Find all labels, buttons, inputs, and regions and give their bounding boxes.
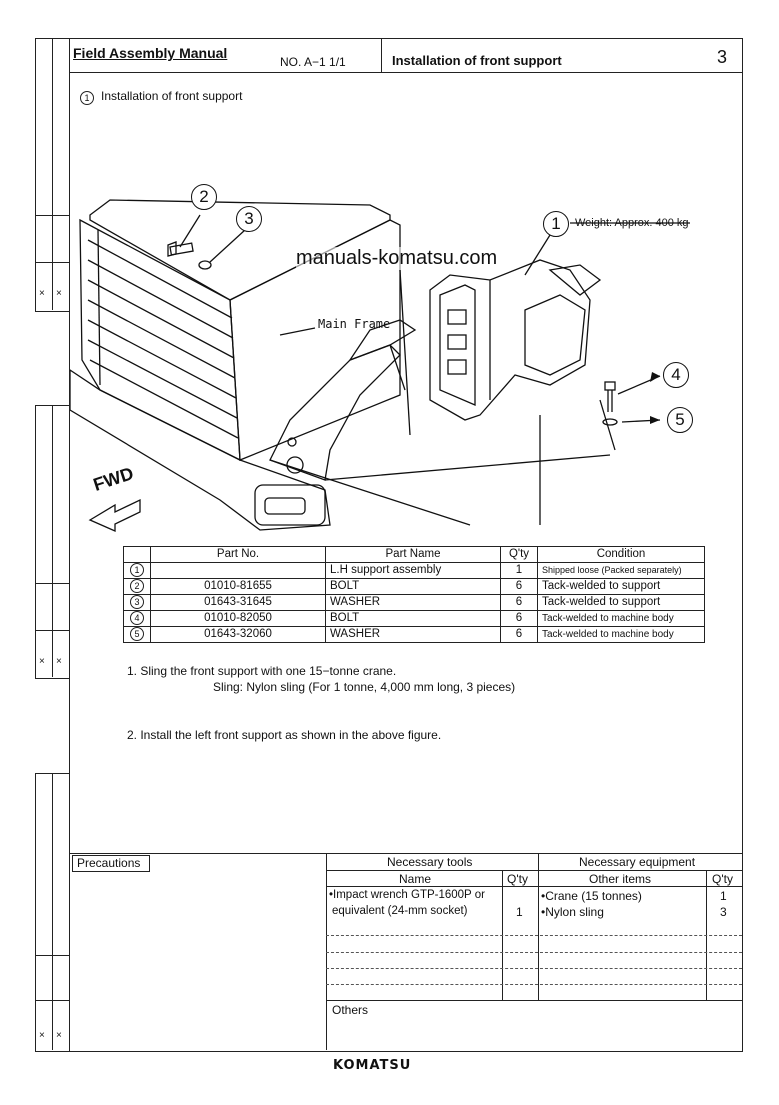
tools-header: Necessary tools [387, 855, 473, 869]
callout-5: 5 [667, 407, 693, 433]
precautions-box [72, 855, 150, 872]
others-label: Others [332, 1003, 369, 1017]
step-number-circle: 1 [80, 88, 94, 106]
equip-qty-col: Q'ty [712, 872, 733, 886]
margin-mark: × [39, 288, 45, 299]
tools-name-col: Name [399, 872, 432, 886]
instruction-step-1-sub: Sling: Nylon sling (For 1 tonne, 4,000 m… [213, 680, 516, 694]
section-title: Installation of front support [392, 53, 562, 68]
watermark: manuals-komatsu.com [296, 247, 498, 270]
tool-qty: 1 [516, 905, 523, 919]
margin-mark: × [56, 1030, 62, 1041]
table-row: 4 01010-82050 BOLT 6 Tack-welded to mach… [123, 610, 705, 627]
margin-mark: × [56, 656, 62, 667]
parts-table: Part No. Part Name Q'ty Condition 1 L.H … [123, 546, 705, 643]
table-row: 1 L.H support assembly 1 Shipped loose (… [123, 562, 705, 579]
col-part-no: Part No. [150, 546, 326, 563]
page-number: 3 [717, 47, 728, 67]
callout-3: 3 [236, 206, 262, 232]
page-frame [69, 38, 743, 1052]
table-row: 3 01643-31645 WASHER 6 Tack-welded to su… [123, 594, 705, 611]
weight-label: Weight: Approx. 400 kg [575, 217, 689, 229]
equip-1-qty: 1 [720, 889, 727, 903]
doc-number: NO. A−1 1/1 [280, 55, 346, 69]
tool-line-1: •Impact wrench GTP-1600P or [329, 889, 485, 901]
komatsu-logo: KOMATSU [333, 1058, 412, 1073]
instruction-step-1: 1. Sling the front support with one 15−t… [127, 664, 397, 678]
precautions-label: Precautions [77, 856, 141, 870]
tools-qty-col: Q'ty [507, 872, 528, 886]
front-support-illustration [70, 199, 690, 532]
callout-2: 2 [191, 184, 217, 210]
col-condition: Condition [537, 546, 705, 563]
margin-mark: × [39, 656, 45, 667]
table-row: 2 01010-81655 BOLT 6 Tack-welded to supp… [123, 578, 705, 595]
equipment-header: Necessary equipment [579, 855, 696, 869]
margin-mark: × [39, 1030, 45, 1041]
main-frame-label: Main Frame [318, 317, 391, 331]
callout-1: 1 [543, 211, 569, 237]
equip-1: •Crane (15 tonnes) [541, 889, 642, 903]
col-qty: Q'ty [500, 546, 538, 563]
table-row: 5 01643-32060 WASHER 6 Tack-welded to ma… [123, 626, 705, 643]
step-heading: Installation of front support [101, 89, 243, 103]
instruction-step-2: 2. Install the left front support as sho… [127, 728, 442, 742]
margin-mark: × [56, 288, 62, 299]
tool-line-2: equivalent (24-mm socket) [332, 905, 468, 917]
col-part-name: Part Name [325, 546, 501, 563]
equip-2-qty: 3 [720, 905, 727, 919]
callout-4: 4 [663, 362, 689, 388]
equip-2: •Nylon sling [541, 905, 604, 919]
equip-items-col: Other items [589, 872, 652, 886]
manual-title: Field Assembly Manual [73, 45, 228, 61]
